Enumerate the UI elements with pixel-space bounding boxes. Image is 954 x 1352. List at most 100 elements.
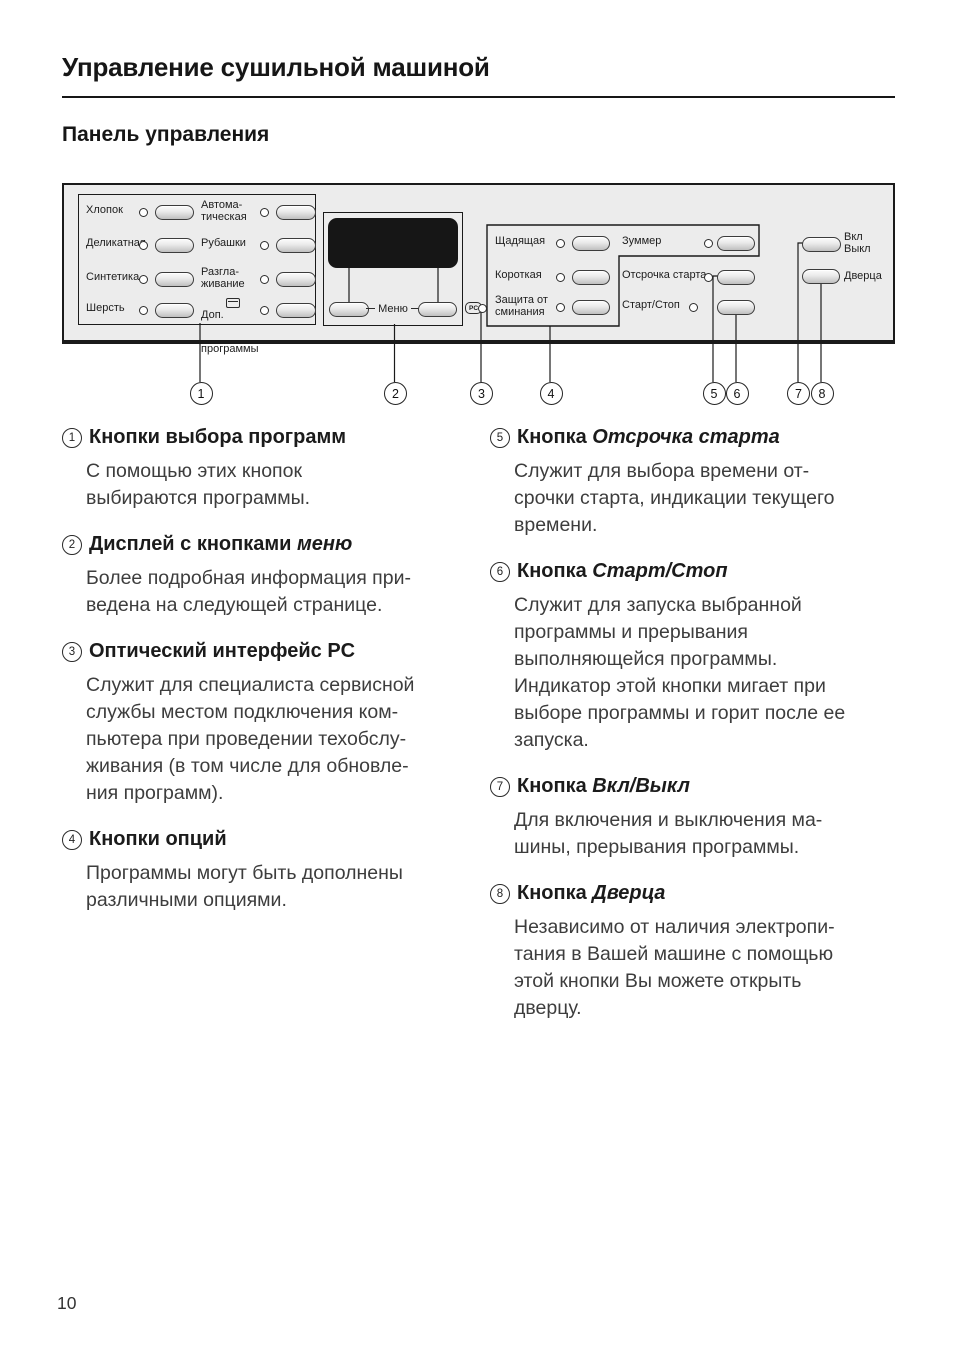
cotton-program-button xyxy=(155,204,194,220)
section-title-italic: Старт/Стоп xyxy=(586,560,728,582)
smoothing-indicator-led xyxy=(260,274,269,284)
section-number: 7 xyxy=(490,777,510,797)
section-body: Более подробная информация при- ведена н… xyxy=(86,567,411,616)
extra-programs-indicator-led xyxy=(260,305,269,315)
program-label-synthetics: Синтетика xyxy=(86,271,140,283)
crease-protection-button xyxy=(572,299,610,315)
section-start-stop: 6 Кнопка Старт/Стоп Служит для запуска в… xyxy=(490,558,900,754)
wool-program-button xyxy=(155,302,194,318)
power-button xyxy=(802,236,841,252)
section-heading: 2 Дисплей с кнопками меню xyxy=(62,531,472,558)
section-title-italic: меню xyxy=(291,533,353,555)
section-title: Кнопки выбора программ xyxy=(89,426,347,448)
section-heading: 3 Оптический интерфейс PC xyxy=(62,638,472,665)
program-label-extra: Доп. программы xyxy=(201,298,271,356)
section-title-italic: Отсрочка старта xyxy=(586,426,780,448)
section-display-menu: 2 Дисплей с кнопками меню Более подробна… xyxy=(62,531,472,619)
cotton-indicator-led xyxy=(139,207,148,217)
callout-5: 5 xyxy=(702,382,726,405)
wool-indicator-led xyxy=(139,305,148,315)
shirts-program-button xyxy=(276,237,316,253)
section-heading: 6 Кнопка Старт/Стоп xyxy=(490,558,900,585)
section-body: Служит для специалиста сервисной службы … xyxy=(86,674,415,804)
section-option-buttons: 4 Кнопки опций Программы могут быть допо… xyxy=(62,826,472,914)
section-body: Для включения и выключения ма- шины, пре… xyxy=(514,809,823,858)
section-body: С помощью этих кнопок выбираются програм… xyxy=(86,460,311,509)
page-title: Управление сушильной машиной xyxy=(62,52,490,82)
callout-7: 7 xyxy=(787,382,810,405)
section-power: 7 Кнопка Вкл/Выкл Для включения и выключ… xyxy=(490,773,900,861)
synthetics-indicator-led xyxy=(139,274,148,284)
left-text-column: 1 Кнопки выбора программ С помощью этих … xyxy=(62,424,472,933)
section-title: Дисплей с кнопками xyxy=(89,533,292,555)
section-body: Служит для выбора времени от- срочки ста… xyxy=(514,460,835,536)
menu-left-button xyxy=(329,302,369,317)
callout-1: 1 xyxy=(189,382,213,405)
option-label-start-stop: Старт/Стоп xyxy=(622,299,680,311)
panel-frame xyxy=(62,183,895,344)
automatic-program-button xyxy=(276,204,316,220)
section-number: 8 xyxy=(490,884,510,904)
section-title: Кнопка xyxy=(517,882,587,904)
door-button xyxy=(802,268,840,284)
section-body: Программы могут быть дополнены различным… xyxy=(86,862,403,911)
section-number: 4 xyxy=(62,830,82,850)
extra-programs-button xyxy=(276,302,316,318)
menu-label: Меню xyxy=(365,302,421,315)
option-label-delay-start: Отсрочка старта xyxy=(622,269,707,281)
section-number: 6 xyxy=(490,562,510,582)
gentle-indicator-led xyxy=(555,238,565,248)
section-title-italic: Дверца xyxy=(586,882,666,904)
option-label-buzzer: Зуммер xyxy=(622,235,662,247)
section-heading: 5 Кнопка Отсрочка старта xyxy=(490,424,900,451)
option-label-gentle: Щадящая xyxy=(495,235,546,247)
buzzer-indicator-led xyxy=(703,238,713,248)
section-title-italic: Вкл/Выкл xyxy=(586,775,690,797)
crease-protection-indicator-led xyxy=(555,302,565,312)
automatic-indicator-led xyxy=(260,207,269,217)
power-button-label: Вкл Выкл xyxy=(844,231,871,255)
program-label-automatic: Автома- тическая xyxy=(201,199,247,223)
short-option-button xyxy=(572,269,610,285)
smoothing-program-button xyxy=(276,271,316,287)
shirts-indicator-led xyxy=(260,240,269,250)
option-label-crease-protection: Защита от сминания xyxy=(495,294,548,318)
title-rule xyxy=(62,96,895,98)
door-button-label: Дверца xyxy=(844,270,882,282)
page-number: 10 xyxy=(57,1293,77,1313)
section-heading: 7 Кнопка Вкл/Выкл xyxy=(490,773,900,800)
section-body: Служит для запуска выбранной программы и… xyxy=(514,594,846,751)
right-text-column: 5 Кнопка Отсрочка старта Служит для выбо… xyxy=(490,424,900,1041)
section-number: 2 xyxy=(62,535,82,555)
extra-programs-line1: Доп. xyxy=(201,308,224,321)
menu-label-text: Меню xyxy=(378,302,408,315)
section-title: Кнопка xyxy=(517,775,587,797)
display-box xyxy=(323,212,463,326)
section-number: 3 xyxy=(62,642,82,662)
program-label-wool: Шерсть xyxy=(86,302,125,314)
section-title: Оптический интерфейс PC xyxy=(89,640,356,662)
synthetics-program-button xyxy=(155,271,194,287)
delay-start-indicator-led xyxy=(703,272,713,282)
section-heading: 4 Кнопки опций xyxy=(62,826,472,853)
section-delay-start: 5 Кнопка Отсрочка старта Служит для выбо… xyxy=(490,424,900,539)
option-label-short: Короткая xyxy=(495,269,542,281)
control-panel-diagram: Хлопок Автома- тическая Деликатная Рубаш… xyxy=(62,180,896,415)
buzzer-option-button xyxy=(717,235,755,251)
short-indicator-led xyxy=(555,272,565,282)
start-stop-button xyxy=(717,299,755,315)
section-body: Независимо от наличия электропи- тания в… xyxy=(514,916,835,1019)
section-pc-interface: 3 Оптический интерфейс PC Служит для спе… xyxy=(62,638,472,807)
callout-4: 4 xyxy=(539,382,563,405)
extra-programs-line2: программы xyxy=(201,343,259,355)
section-title: Кнопка xyxy=(517,426,587,448)
start-stop-indicator-led xyxy=(688,302,698,312)
section-door: 8 Кнопка Дверца Независимо от наличия эл… xyxy=(490,880,900,1022)
callout-2: 2 xyxy=(384,382,407,405)
callout-6: 6 xyxy=(725,382,749,405)
section-title: Кнопка xyxy=(517,560,587,582)
section-title: Кнопки опций xyxy=(89,828,227,850)
program-label-smoothing: Разгла- живание xyxy=(201,266,245,290)
section-program-buttons: 1 Кнопки выбора программ С помощью этих … xyxy=(62,424,472,512)
section-heading: 1 Кнопки выбора программ xyxy=(62,424,472,451)
